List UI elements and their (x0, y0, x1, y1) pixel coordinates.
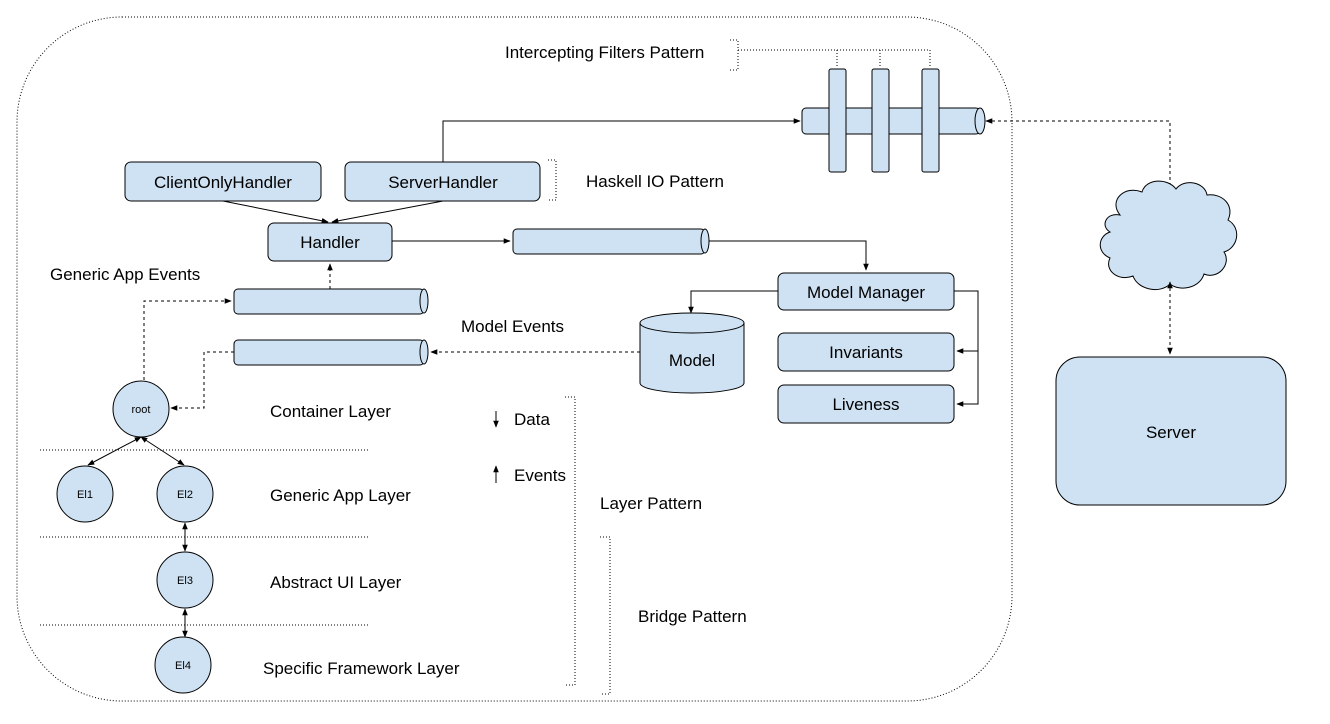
model-cylinder (639, 312, 745, 394)
bridge-pattern-label: Bridge Pattern (638, 607, 747, 626)
specific-framework-layer-label: Specific Framework Layer (263, 659, 460, 678)
client-only-handler-label: ClientOnlyHandler (154, 173, 292, 192)
generic-app-events-label: Generic App Events (50, 265, 200, 284)
queue-to-model-manager-arrow (709, 240, 869, 271)
container-layer-label: Container Layer (270, 402, 391, 421)
layer-pattern-bracket (565, 396, 576, 686)
model-label: Model (669, 351, 715, 370)
el3-node (156, 551, 214, 609)
filter-1 (828, 68, 847, 173)
liveness-label: Liveness (832, 395, 899, 414)
handler-box (267, 222, 393, 262)
model-events-to-root-arrow (170, 351, 234, 411)
model-manager-label: Model Manager (807, 283, 925, 302)
events-legend-label: Events (514, 466, 566, 485)
filters-bracket (730, 39, 931, 71)
root-label: root (132, 404, 151, 416)
haskell-io-bracket (548, 159, 557, 201)
el4-label: El4 (175, 660, 191, 672)
model-events-queue (233, 339, 429, 366)
server-box (1055, 356, 1287, 506)
bridge-pattern-bracket (600, 536, 611, 695)
el4-node (154, 636, 212, 694)
abstract-ui-layer-label: Abstract UI Layer (270, 573, 402, 592)
invariants-label: Invariants (829, 343, 903, 362)
generic-app-events-queue (233, 288, 429, 315)
network-cloud-icon (1099, 180, 1238, 291)
client-boundary (16, 16, 1013, 702)
server-handler-to-filters-arrow (442, 118, 801, 162)
intercepting-filters-label: Intercepting Filters Pattern (505, 43, 704, 62)
root-to-generic-events-arrow (143, 298, 232, 380)
root-to-el2-arrow (140, 436, 185, 466)
model-manager-to-liveness-arrow (956, 351, 979, 407)
server-label: Server (1146, 423, 1196, 442)
el1-node (56, 465, 114, 523)
el1-label: El1 (77, 489, 93, 501)
el3-label: El3 (177, 575, 193, 587)
liveness-box (777, 384, 955, 424)
el2-label: El2 (177, 489, 193, 501)
generic-app-layer-label: Generic App Layer (270, 486, 411, 505)
server-handler-to-handler-arrow (331, 200, 444, 224)
handler-output-queue (512, 228, 710, 255)
filters-cloud-connector (985, 118, 1173, 194)
model-manager-to-model-arrow (688, 290, 778, 314)
data-legend-label: Data (514, 410, 550, 429)
layer-pattern-label: Layer Pattern (600, 494, 702, 513)
invariants-box (777, 332, 955, 372)
root-to-el1-arrow (87, 436, 142, 466)
el2-node (156, 465, 214, 523)
server-handler-label: ServerHandler (388, 173, 498, 192)
haskell-io-label: Haskell IO Pattern (586, 172, 724, 191)
model-events-label: Model Events (461, 317, 564, 336)
filter-2 (871, 68, 890, 173)
client-only-to-handler-arrow (222, 200, 329, 224)
filter-3 (921, 68, 940, 173)
model-manager-to-invariants-arrow (954, 290, 979, 354)
handler-label: Handler (300, 233, 360, 252)
